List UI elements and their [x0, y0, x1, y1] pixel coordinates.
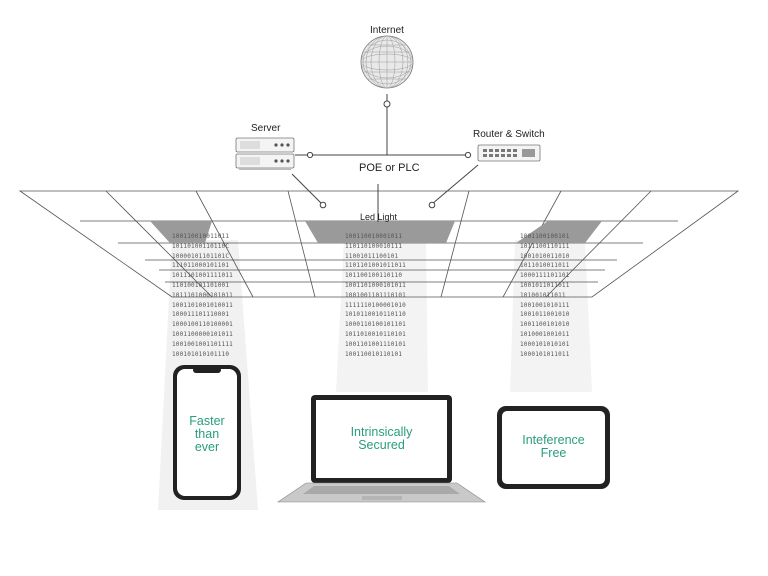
binary-row: 1001001010111	[520, 301, 570, 309]
binary-row: 1001100101010	[520, 321, 570, 329]
ceiling-outline	[18, 190, 740, 298]
router-switch-label: Router & Switch	[473, 129, 545, 140]
tablet-screen	[502, 411, 605, 484]
ceiling-col	[502, 190, 562, 298]
binary-row: 1011100110111	[520, 242, 570, 250]
binary-row: 1001100100101	[520, 233, 570, 240]
tablet-caption-line2: Free	[540, 446, 567, 461]
binary-row: 1000101011011	[520, 350, 570, 358]
ceiling-col	[545, 190, 652, 298]
binary-row: 111011000101101	[172, 262, 230, 270]
server-link	[291, 173, 323, 205]
binary-row: 1011010011011	[520, 262, 570, 270]
binary-row: 10000101101101C	[172, 252, 230, 260]
ceiling-col	[105, 190, 213, 298]
tablet-device	[497, 406, 610, 489]
binary-row: 1011101000101011	[172, 291, 233, 299]
phone-device	[173, 365, 241, 500]
node-dot	[464, 151, 472, 159]
light-beam-center	[336, 240, 428, 392]
laptop-device	[277, 395, 486, 503]
phone-caption-line3: ever	[194, 440, 220, 455]
internet-label: Internet	[370, 25, 404, 36]
binary-row: 1001011011011	[520, 281, 570, 289]
phone-screen	[177, 369, 237, 496]
binary-row: 100110010001011	[345, 233, 403, 240]
binary-row: 100110010110101	[345, 350, 403, 358]
binary-row: 1001100000101011	[172, 330, 233, 338]
poe-plc-label: POE or PLC	[359, 162, 420, 174]
binary-row: 1001001001101111	[172, 340, 233, 348]
binary-row: 1000110100101101	[345, 321, 406, 329]
ceiling-col	[287, 190, 316, 298]
tablet-caption: Inteference Free	[502, 433, 605, 461]
binary-row: 1001010011010	[520, 252, 570, 260]
laptop-screen	[316, 400, 447, 478]
binary-row: 1001011001010	[520, 311, 570, 319]
led-panel-center	[305, 221, 455, 243]
server-icon	[235, 137, 295, 170]
tablet-caption-line1: Inteference	[522, 433, 585, 447]
laptop-trackpad	[362, 496, 402, 500]
binary-row: 1001101001010011	[172, 301, 233, 309]
router-switch-icon	[477, 144, 541, 162]
server-label: Server	[251, 123, 281, 134]
led-light-label: Led Light	[360, 212, 398, 222]
laptop-caption-line1: Intrinsically	[350, 425, 413, 439]
binary-stream-right: 1001100100101 1011100110111 1001010011010 1…	[520, 232, 570, 359]
globe-icon	[360, 35, 414, 89]
ceiling-col	[195, 190, 254, 298]
binary-row: 1010110010110110	[345, 311, 406, 319]
led-panels	[150, 221, 602, 243]
phone-caption-line2: than	[194, 427, 220, 442]
binary-row: 110110100010111	[345, 242, 403, 250]
laptop-caption-line2: Secured	[358, 438, 405, 453]
binary-row: 1111110100001010	[345, 301, 406, 309]
laptop-caption: Intrinsically Secured	[316, 425, 447, 453]
binary-row: 1001101001110101	[345, 340, 406, 348]
binary-row: 100101010101110	[172, 350, 230, 358]
network-nodes	[306, 100, 472, 209]
binary-row: 100011101110001	[172, 311, 230, 319]
router-link	[431, 164, 479, 205]
binary-row: 110100101101001	[172, 281, 230, 289]
binary-stream-center: 100110010001011 110110100010111 1100101110…	[345, 232, 406, 359]
node-dot	[383, 100, 391, 108]
binary-row: 1000100110100001	[172, 321, 233, 329]
ceiling-col	[440, 190, 470, 298]
laptop-keyboard	[303, 486, 460, 494]
binary-row: 1011010010110101	[345, 330, 406, 338]
phone-caption-line1: Faster	[189, 414, 225, 428]
phone-notch	[193, 367, 221, 373]
binary-row: 10110100110110C	[172, 242, 230, 250]
binary-row: 1101101001011011	[345, 262, 406, 270]
node-dot	[319, 201, 327, 209]
phone-caption: Faster than ever	[177, 414, 237, 455]
binary-row: 1001101000101011	[345, 281, 406, 289]
binary-stream-left: 100110010011011 10110100110110C 1000010110…	[172, 232, 233, 359]
binary-row: 11001011100101	[345, 252, 399, 260]
binary-row: 1011101001111011	[172, 272, 233, 280]
led-panel-right	[516, 221, 602, 243]
binary-row: 1000101010101	[520, 340, 570, 348]
binary-row: 1000111101101	[520, 272, 570, 280]
binary-row: 101001011011	[520, 291, 566, 299]
light-beam-right	[510, 240, 592, 392]
binary-row: 1010001001011	[520, 330, 570, 338]
binary-row: 1001001101110101	[345, 291, 406, 299]
led-panel-left	[150, 221, 212, 243]
node-dot	[428, 201, 436, 209]
binary-row: 100110010011011	[172, 233, 230, 240]
node-dot	[306, 151, 314, 159]
binary-row: 101100100110110	[345, 272, 403, 280]
